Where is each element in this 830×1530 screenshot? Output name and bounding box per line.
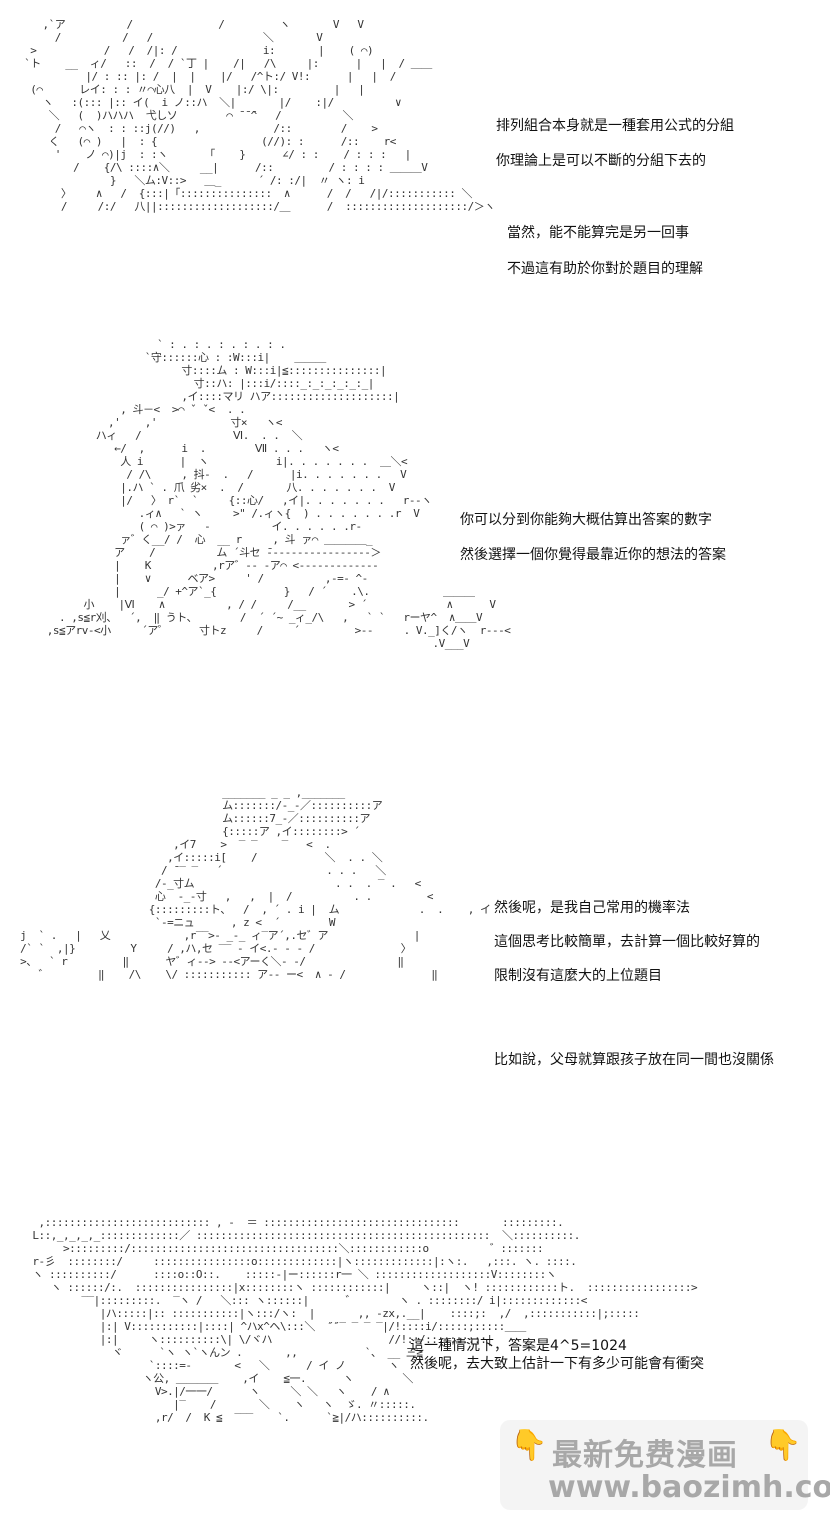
caption: 當然，能不能算完是另一回事: [507, 225, 689, 241]
caption: 然後呢，是我自己常用的機率法: [494, 900, 690, 916]
panel-3: _______ _ _ ,_______ ム:::::::/-_-／::::::…: [0, 780, 830, 1180]
caption: 比如說，父母就算跟孩子放在同一間也沒關係: [494, 1052, 774, 1068]
caption: 不過這有助於你對於題目的理解: [507, 261, 703, 277]
ascii-art-panel-2: ` : . : . : . : . : . `守::::::心 : :W:::i…: [46, 338, 511, 650]
panel-4: ,::::::::::::::::::::::::::: , - ＝ :::::…: [0, 1210, 830, 1530]
caption: 然後選擇一個你覺得最靠近你的想法的答案: [460, 547, 726, 563]
ascii-art-panel-1: ,`ア / / ヽ V V / / / ＼ V > / / /|: / i: |…: [24, 18, 495, 213]
caption: 這一種情況下，答案是4^5=1024: [410, 1338, 627, 1354]
panel-1: ,`ア / / ヽ V V / / / ＼ V > / / /|: / i: |…: [0, 0, 830, 310]
caption: 限制沒有這麼大的上位題目: [494, 968, 662, 984]
ascii-art-panel-4: ,::::::::::::::::::::::::::: , - ＝ :::::…: [32, 1216, 698, 1424]
caption: 這個思考比較簡單，去計算一個比較好算的: [494, 934, 760, 950]
watermark-title: 最新免费漫画: [552, 1438, 738, 1473]
watermark-url: www.baozimh.com: [548, 1470, 830, 1505]
watermark: 👇 最新免费漫画 👇 www.baozimh.com: [500, 1420, 830, 1510]
caption: 你理論上是可以不斷的分組下去的: [496, 153, 706, 169]
caption: 你可以分到你能夠大概估算出答案的數字: [460, 512, 712, 528]
caption: 然後呢，去大致上估計一下有多少可能會有衝突: [410, 1356, 704, 1372]
ascii-art-panel-3: _______ _ _ ,_______ ム:::::::/-_-／::::::…: [20, 786, 491, 981]
pointing-hand-icon: 👇: [764, 1428, 802, 1463]
pointing-hand-icon: 👇: [510, 1428, 548, 1463]
caption: 排列組合本身就是一種套用公式的分組: [496, 118, 734, 134]
panel-2: ` : . : . : . : . : . `守::::::心 : :W:::i…: [0, 330, 830, 750]
